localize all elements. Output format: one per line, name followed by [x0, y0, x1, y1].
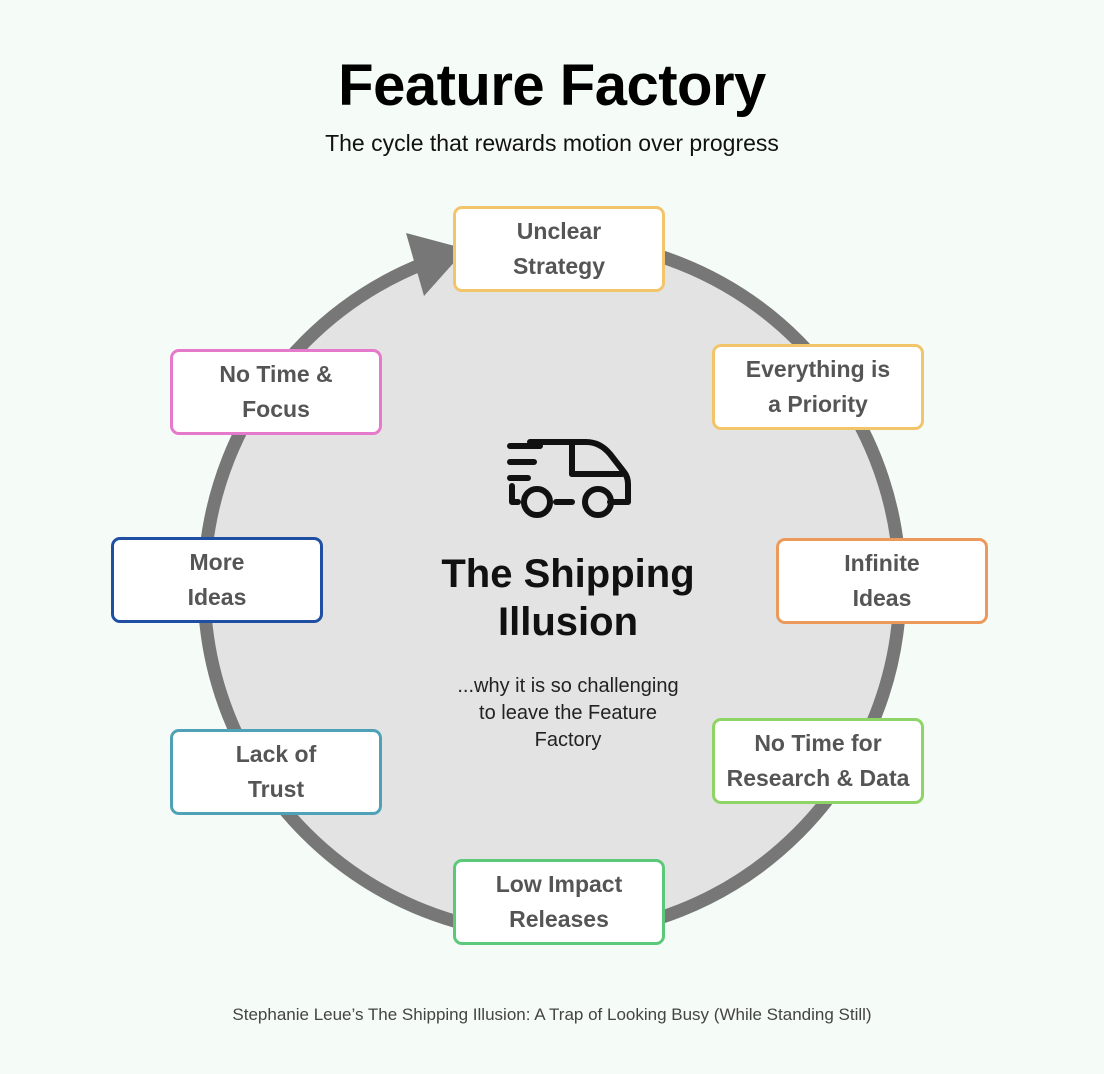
- step-label: No Time for: [754, 730, 882, 756]
- step-label: More: [189, 549, 245, 575]
- center-subtitle: ...why it is so challenging to leave the…: [418, 673, 718, 754]
- step-label: Everything is: [745, 356, 891, 382]
- page-title: Feature Factory: [338, 53, 766, 118]
- step-label: Research & Data: [726, 765, 910, 791]
- step-label: Lack of: [235, 741, 317, 767]
- cycle-step-everything-is-a-priority: Everything is a Priority: [712, 344, 924, 430]
- cycle-step-no-time-and-focus: No Time & Focus: [170, 349, 382, 435]
- credit-footer: Stephanie Leue’s The Shipping Illusion: …: [232, 1005, 872, 1024]
- step-label: a Priority: [768, 391, 868, 417]
- step-label: Strategy: [512, 253, 606, 279]
- center-title: The Shipping Illusion: [368, 550, 768, 646]
- step-label: Ideas: [187, 584, 247, 610]
- step-label: Infinite: [844, 550, 920, 576]
- center-title-line: The Shipping: [441, 552, 695, 596]
- step-label: Ideas: [852, 585, 912, 611]
- delivery-truck-icon: [507, 439, 631, 518]
- step-label: Unclear: [516, 218, 602, 244]
- step-label: Releases: [509, 906, 609, 932]
- center-title-line: Illusion: [498, 600, 638, 644]
- cycle-step-lack-of-trust: Lack of Trust: [170, 729, 382, 815]
- center-subtitle-line: Factory: [534, 729, 602, 751]
- step-label: Focus: [242, 396, 310, 422]
- step-label: Low Impact: [495, 871, 623, 897]
- step-label: Trust: [247, 776, 305, 802]
- center-subtitle-line: to leave the Feature: [479, 702, 657, 724]
- step-label: No Time &: [219, 361, 333, 387]
- page-subtitle: The cycle that rewards motion over progr…: [325, 130, 779, 156]
- center-subtitle-line: ...why it is so challenging: [457, 675, 679, 697]
- cycle-arrow-icon: [406, 233, 466, 296]
